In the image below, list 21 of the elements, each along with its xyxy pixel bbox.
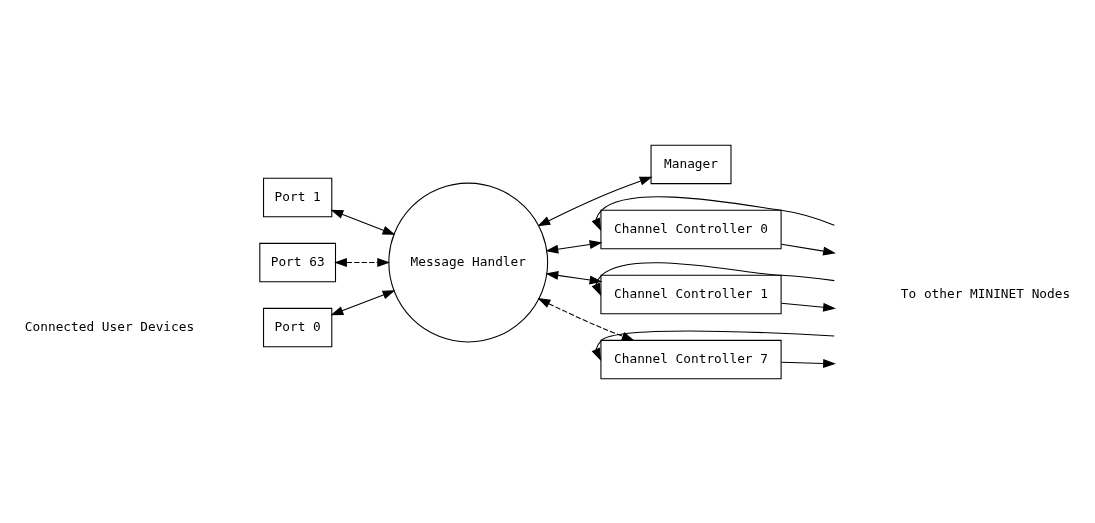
node-box: Channel Controller 0 — [600, 209, 782, 249]
arrow — [334, 257, 391, 267]
label: Connected User Devices — [24, 318, 195, 334]
arrow — [780, 358, 836, 368]
arrow — [545, 270, 603, 284]
node-box: Port 0 — [263, 307, 333, 347]
arrow — [545, 239, 603, 254]
label: To other MININET Nodes — [900, 285, 1071, 301]
arrow — [591, 195, 835, 231]
arrow — [780, 243, 836, 256]
node-box: Manager — [650, 144, 732, 184]
node-box: Port 63 — [259, 242, 337, 282]
arrow — [537, 297, 635, 341]
arrow — [537, 176, 653, 226]
arrow — [330, 209, 396, 235]
node-box: Port 1 — [263, 177, 333, 217]
arrow — [591, 330, 835, 361]
arrow — [330, 289, 396, 315]
node-box: Channel Controller 1 — [600, 274, 782, 314]
node-box: Channel Controller 7 — [600, 339, 782, 379]
arrow — [589, 261, 835, 296]
